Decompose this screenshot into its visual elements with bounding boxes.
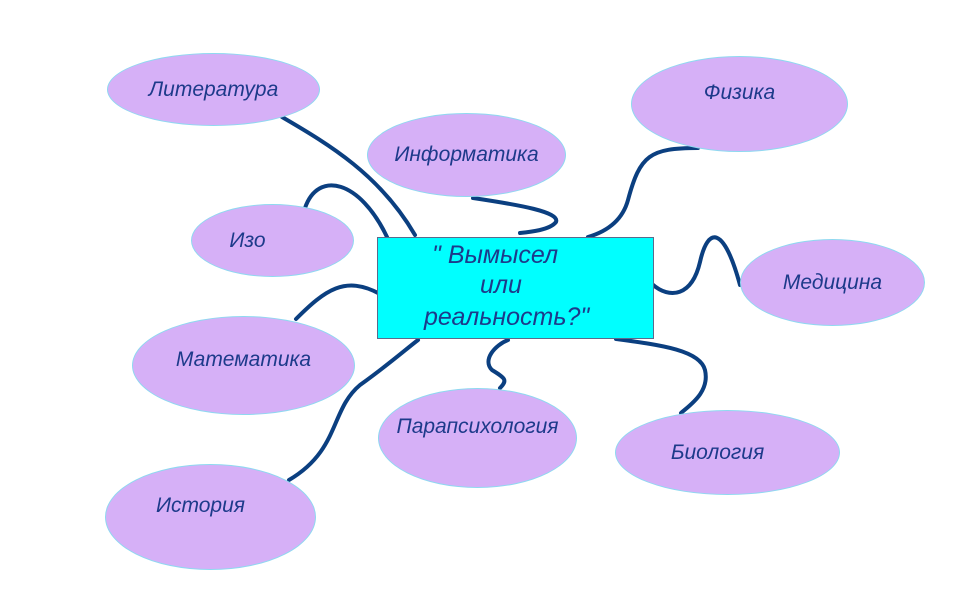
node-label: Литература: [148, 77, 279, 101]
node-label: Парапсихология: [396, 415, 559, 438]
node-informatika[interactable]: Информатика: [367, 113, 566, 197]
central-topic-line-3: реальность?": [424, 303, 590, 331]
node-label: Физика: [703, 81, 776, 104]
central-topic-line-1: " Вымысел: [432, 241, 559, 269]
node-label: Математика: [175, 347, 312, 371]
connector-matematika: [294, 283, 382, 321]
node-biologiya[interactable]: Биология: [615, 410, 840, 495]
node-istoriya[interactable]: История: [105, 464, 316, 570]
node-label: Изо: [229, 228, 266, 252]
connector-parapsihologiya: [486, 338, 510, 390]
connector-informatika: [471, 196, 559, 235]
node-fizika[interactable]: Физика: [631, 56, 848, 152]
connector-fizika: [586, 146, 700, 239]
node-matematika[interactable]: Математика: [132, 316, 355, 415]
node-parapsihologiya[interactable]: Парапсихология: [378, 388, 577, 488]
connector-biologiya: [614, 337, 708, 415]
node-label: Медицина: [782, 270, 883, 294]
node-label: Биология: [670, 440, 765, 464]
central-topic-line-2: или: [480, 271, 522, 299]
node-medicina[interactable]: Медицина: [740, 239, 925, 326]
connector-medicina: [650, 235, 742, 295]
connector-istoriya: [287, 338, 420, 482]
central-topic-box[interactable]: " Вымысел или реальность?": [377, 237, 654, 339]
connector-izo: [303, 183, 389, 239]
connector-literatura: [280, 115, 417, 237]
node-label: Информатика: [394, 143, 539, 166]
node-label: История: [155, 494, 246, 517]
node-literatura[interactable]: Литература: [107, 53, 320, 126]
node-izo[interactable]: Изо: [191, 204, 354, 277]
